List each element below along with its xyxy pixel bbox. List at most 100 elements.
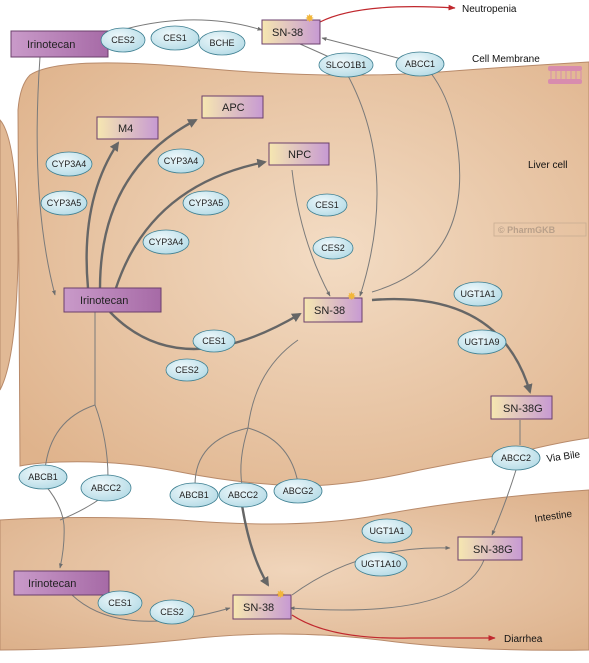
enzyme-label: CES2: [175, 365, 199, 375]
flow-abcc1-to-sn38-blood: [321, 37, 406, 61]
active-star-icon: ✸: [305, 13, 314, 25]
sn38g-intestine-label: SN-38G: [473, 544, 513, 556]
label-via-bile: Via Bile: [546, 449, 581, 465]
enzyme-ugt1a1-intestine[interactable]: UGT1A1: [361, 518, 413, 544]
liver-left-lobe: [0, 119, 19, 391]
active-star-icon: ✸: [276, 589, 285, 601]
sn38-liver-label: SN-38: [314, 305, 345, 317]
sn38-liver-node[interactable]: SN-38 ✸: [303, 291, 363, 323]
sn38g-liver-node[interactable]: SN-38G: [490, 395, 553, 420]
irinotecan-blood-node[interactable]: Irinotecan: [10, 30, 109, 58]
enzyme-label: CES1: [108, 598, 132, 608]
irinotecan-intestine-node[interactable]: Irinotecan: [13, 570, 110, 596]
npc-label: NPC: [288, 149, 311, 161]
irinotecan-liver-node[interactable]: Irinotecan: [63, 287, 162, 313]
enzyme-cyp3a5-m4[interactable]: CYP3A5: [40, 190, 88, 216]
enzyme-label: CES1: [163, 33, 187, 43]
cell-membrane-icon: [548, 66, 582, 84]
watermark-badge: © PharmGKB: [493, 222, 587, 237]
flow-abcc2-to-sn38g-int: [491, 469, 517, 536]
enzyme-label: ABCB1: [179, 490, 209, 500]
transporter-abcc2-mid[interactable]: ABCC2: [218, 482, 268, 508]
enzyme-cyp3a4-m4[interactable]: CYP3A4: [45, 151, 93, 177]
transporter-abcc1[interactable]: ABCC1: [395, 51, 445, 77]
m4-node[interactable]: M4: [96, 116, 159, 140]
enzyme-label: ABCC2: [228, 490, 258, 500]
enzyme-label: CES2: [160, 607, 184, 617]
flow-irinotecan-to-apc: [98, 118, 198, 289]
flow-sn38-down: [247, 339, 299, 429]
enzyme-liver-ces1[interactable]: CES1: [192, 329, 236, 353]
transporter-abcb1-left[interactable]: ABCB1: [18, 464, 68, 490]
enzyme-label: CES2: [321, 243, 345, 253]
enzyme-label: BCHE: [209, 38, 234, 48]
flow-to-diarrhea: [291, 614, 496, 641]
enzyme-label: CYP3A5: [47, 198, 82, 208]
enzyme-ugt1a10-intestine[interactable]: UGT1A10: [354, 551, 408, 577]
flow-abcb1-mid: [194, 427, 249, 486]
flow-to-neutropenia: [319, 4, 456, 23]
watermark-text: © PharmGKB: [498, 225, 556, 235]
label-neutropenia: Neutropenia: [462, 4, 517, 15]
sn38-intestine-label: SN-38: [243, 602, 274, 614]
enzyme-int-ces2[interactable]: CES2: [149, 599, 195, 625]
apc-node[interactable]: APC: [201, 95, 264, 119]
flow-sn38-to-sn38g: [371, 297, 533, 394]
enzyme-label: ABCB1: [28, 472, 58, 482]
flow-irinotecan-to-m4: [85, 141, 120, 289]
enzyme-liver-ces2[interactable]: CES2: [165, 358, 209, 382]
enzyme-label: SLCO1B1: [326, 60, 367, 70]
irinotecan-intestine-label: Irinotecan: [28, 578, 76, 590]
enzyme-label: CES1: [315, 200, 339, 210]
flow-abcc2-to-sn38-int: [240, 504, 270, 587]
irinotecan-liver-label: Irinotecan: [80, 295, 128, 307]
sn38g-liver-label: SN-38G: [503, 403, 543, 415]
enzyme-label: UGT1A10: [361, 559, 401, 569]
enzyme-label: UGT1A1: [369, 526, 404, 536]
enzyme-label: ABCG2: [283, 486, 314, 496]
enzyme-liver-ces1-npc[interactable]: CES1: [306, 193, 348, 217]
enzyme-blood-ces2[interactable]: CES2: [100, 27, 146, 53]
enzyme-label: UGT1A9: [464, 337, 499, 347]
label-liver-cell: Liver cell: [528, 160, 567, 171]
transporter-abcg2-mid[interactable]: ABCG2: [273, 478, 323, 504]
sn38-intestine-node[interactable]: SN-38 ✸: [232, 589, 292, 620]
enzyme-cyp3a5-apc[interactable]: CYP3A5: [182, 190, 230, 216]
enzyme-liver-ces2-npc[interactable]: CES2: [312, 236, 354, 260]
enzyme-label: ABCC2: [501, 453, 531, 463]
flow-blood-irinotecan-to-liver: [36, 56, 56, 296]
flow-liver-sn38-to-abcc1: [371, 71, 461, 293]
liver-cell-region: [17, 61, 589, 487]
npc-node[interactable]: NPC: [268, 142, 330, 166]
enzyme-blood-ces1[interactable]: CES1: [150, 25, 200, 51]
sn38g-intestine-node[interactable]: SN-38G: [457, 536, 523, 561]
enzyme-ugt1a9-liver[interactable]: UGT1A9: [457, 329, 507, 355]
enzyme-cyp3a4-npc[interactable]: CYP3A4: [142, 229, 190, 255]
enzyme-label: CYP3A4: [52, 159, 87, 169]
enzyme-label: CYP3A4: [149, 237, 184, 247]
enzyme-ugt1a1-liver[interactable]: UGT1A1: [453, 281, 503, 307]
transporter-abcb1-mid[interactable]: ABCB1: [169, 482, 219, 508]
active-star-icon: ✸: [347, 291, 356, 303]
enzyme-int-ces1[interactable]: CES1: [97, 590, 143, 616]
sn38-blood-label: SN-38: [272, 27, 303, 39]
flow-slco1b1-to-sn38: [345, 71, 378, 297]
transporter-abcc2-left[interactable]: ABCC2: [80, 474, 132, 502]
transporter-abcc2-bile[interactable]: ABCC2: [491, 445, 541, 471]
enzyme-cyp3a4-apc[interactable]: CYP3A4: [157, 148, 205, 174]
transporter-slco1b1[interactable]: SLCO1B1: [318, 52, 374, 78]
enzyme-label: ABCC2: [91, 483, 121, 493]
flow-abcg2-mid: [247, 427, 299, 484]
flow-irinotecan-to-npc: [114, 158, 267, 289]
enzyme-label: CYP3A5: [189, 198, 224, 208]
flow-abcb1-branch: [44, 404, 96, 471]
label-cell-membrane: Cell Membrane: [472, 54, 540, 65]
sn38-blood-node[interactable]: SN-38 ✸: [261, 13, 321, 45]
m4-label: M4: [118, 123, 133, 135]
intestine-region: [0, 489, 589, 651]
enzyme-blood-bche[interactable]: BCHE: [198, 30, 246, 56]
enzyme-label: UGT1A1: [460, 289, 495, 299]
flow-abcc2-mid: [240, 427, 249, 486]
